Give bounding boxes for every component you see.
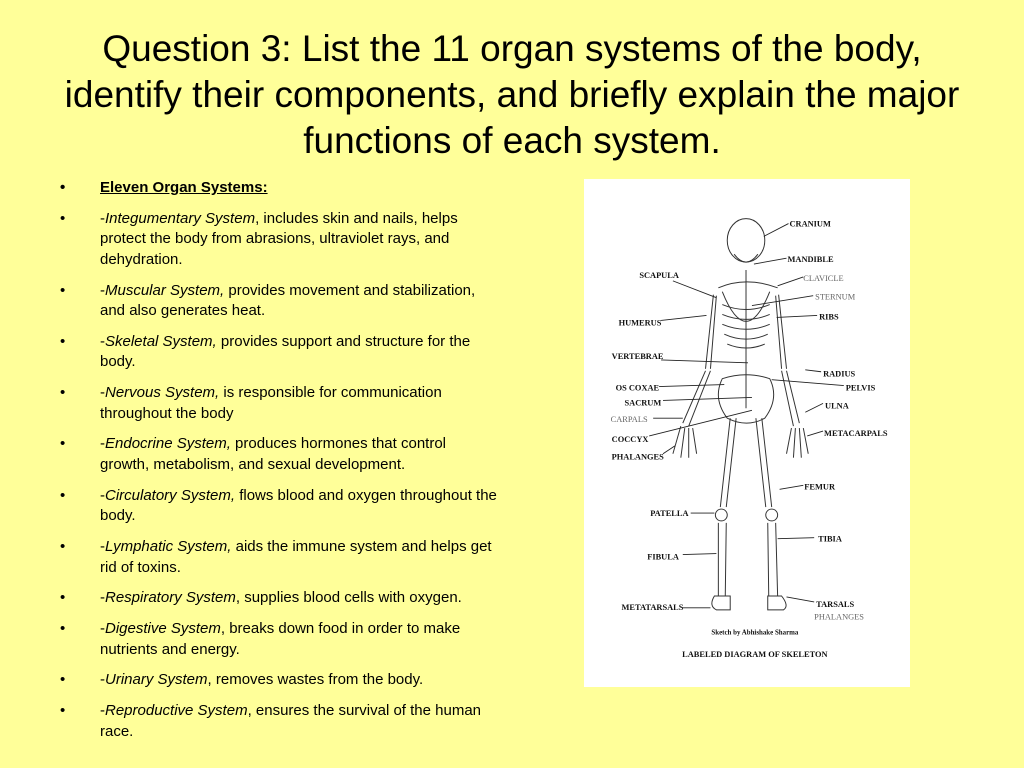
label-tarsals: TARSALS xyxy=(816,600,854,609)
system-name: Lymphatic System, xyxy=(105,538,232,556)
bullet: • xyxy=(60,384,66,402)
system-description: flows blood and oxygen throughout the bo… xyxy=(100,486,497,525)
label-femur: FEMUR xyxy=(804,482,836,491)
label-mandible: MANDIBLE xyxy=(788,255,834,264)
label-patella: PATELLA xyxy=(650,509,688,518)
label-sacrum: SACRUM xyxy=(625,398,662,407)
label-phalanges-foot: PHALANGES xyxy=(814,613,864,622)
label-os-coxae: OS COXAE xyxy=(616,384,660,393)
label-ulna: ULNA xyxy=(825,401,849,410)
bullet: • xyxy=(60,620,66,638)
system-description: is responsible for communication through… xyxy=(100,384,442,422)
label-humerus: HUMERUS xyxy=(619,318,662,327)
label-radius: RADIUS xyxy=(823,370,855,379)
label-lines xyxy=(649,223,844,609)
label-clavicle: CLAVICLE xyxy=(803,274,843,283)
system-name: Urinary System xyxy=(105,671,208,689)
system-name: Endocrine System, xyxy=(105,435,231,453)
bullet: • xyxy=(60,671,66,689)
list-item: •-Integumentary System, includes skin an… xyxy=(60,209,458,268)
bullet: • xyxy=(60,589,66,607)
system-name: Muscular System, xyxy=(105,281,225,299)
label-metatarsals: METATARSALS xyxy=(622,603,684,612)
system-description: , ensures the survival of the human race… xyxy=(100,702,482,740)
label-cranium: CRANIUM xyxy=(789,220,831,229)
slide-title: Question 3: List the 11 organ systems of… xyxy=(64,28,960,161)
list-item: •-Muscular System, provides movement and… xyxy=(60,281,476,320)
system-description: provides support and structure for the b… xyxy=(100,332,471,371)
sketch-credit: Sketch by Abhishake Sharma xyxy=(711,630,798,637)
system-name: Nervous System, xyxy=(105,384,220,402)
bullet: • xyxy=(60,281,66,299)
system-name: Circulatory System, xyxy=(105,486,236,504)
list-item: •-Respiratory System, supplies blood cel… xyxy=(58,588,498,609)
diagram-caption: LABELED DIAGRAM OF SKELETON xyxy=(682,650,827,659)
bullet: • xyxy=(60,179,66,196)
heading-text: Eleven Organ Systems: xyxy=(100,179,268,196)
label-scapula: SCAPULA xyxy=(639,271,679,280)
list-item: •-Circulatory System, flows blood and ox… xyxy=(60,486,497,525)
label-fibula: FIBULA xyxy=(647,552,679,561)
label-vertebrae: VERTEBRAE xyxy=(612,352,664,361)
system-name: Respiratory System xyxy=(105,589,236,607)
system-name: Digestive System xyxy=(105,620,221,638)
list-item: •-Reproductive System, ensures the survi… xyxy=(60,702,482,740)
label-carpals: CARPALS xyxy=(611,415,648,424)
label-ribs: RIBS xyxy=(819,312,839,321)
bullet: • xyxy=(60,332,66,350)
list-item: •-Lymphatic System, aids the immune syst… xyxy=(60,538,492,576)
system-description: , includes skin and nails, helps protect… xyxy=(100,209,458,268)
skeleton-image: CRANIUM MANDIBLE SCAPULA CLAVICLE STERNU… xyxy=(611,218,888,660)
list-item: •-Digestive System, breaks down food in … xyxy=(60,620,461,658)
bullet: • xyxy=(60,538,66,556)
label-pelvis: PELVIS xyxy=(846,384,876,393)
system-name: Skeletal System, xyxy=(105,332,217,350)
system-name: Reproductive System xyxy=(105,702,248,720)
system-description: , removes wastes from the body. xyxy=(207,671,424,689)
bullet: • xyxy=(60,486,66,504)
label-tibia: TIBIA xyxy=(818,535,842,544)
bullet: • xyxy=(60,702,66,720)
system-description: provides movement and stabilization, and… xyxy=(100,281,476,320)
system-name: Integumentary System xyxy=(105,209,256,227)
bullet: • xyxy=(60,435,66,453)
label-sternum: STERNUM xyxy=(815,293,856,302)
organ-systems-list: • Eleven Organ Systems: •-Integumentary S… xyxy=(58,178,498,753)
list-item: •-Endocrine System, produces hormones th… xyxy=(60,435,447,473)
list-heading: • Eleven Organ Systems: xyxy=(58,178,498,199)
skeleton-diagram: CRANIUM MANDIBLE SCAPULA CLAVICLE STERNU… xyxy=(584,179,910,687)
system-description: , supplies blood cells with oxygen. xyxy=(235,589,462,607)
system-description: , breaks down food in order to make nutr… xyxy=(100,620,461,658)
skeleton-drawing xyxy=(672,218,809,611)
list-item: •-Nervous System, is responsible for com… xyxy=(60,384,442,422)
label-phalanges-hand: PHALANGES xyxy=(612,453,664,462)
system-description: produces hormones that control growth, m… xyxy=(100,435,447,473)
bone-labels: CRANIUM MANDIBLE SCAPULA CLAVICLE STERNU… xyxy=(611,220,888,660)
list-item: •-Urinary System, removes wastes from th… xyxy=(58,670,498,691)
bullet: • xyxy=(60,209,66,227)
label-coccyx: COCCYX xyxy=(612,435,649,444)
label-metacarpals: METACARPALS xyxy=(824,429,888,438)
list-item: •-Skeletal System, provides support and … xyxy=(60,332,471,371)
system-description: aids the immune system and helps get rid… xyxy=(100,538,492,576)
